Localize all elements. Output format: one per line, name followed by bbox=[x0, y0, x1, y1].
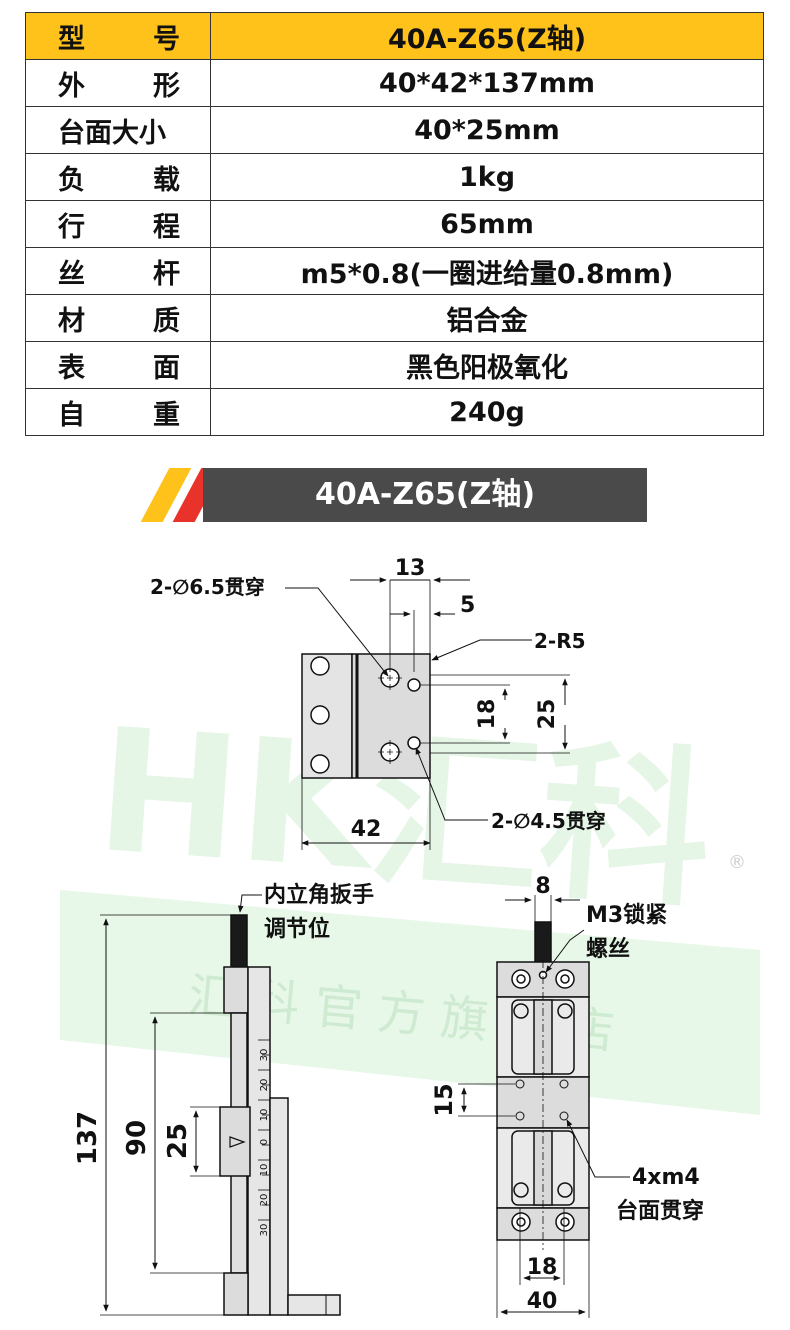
dim-13: 13 bbox=[395, 556, 426, 581]
watermark-registered-mark: ® bbox=[728, 852, 746, 873]
spec-label: 型号 bbox=[25, 12, 211, 60]
spec-value: 铝合金 bbox=[210, 294, 764, 342]
hole-4-5 bbox=[407, 736, 421, 750]
leader-m3 bbox=[545, 929, 585, 973]
note-hole-6-5: 2-∅6.5贯穿 bbox=[150, 575, 265, 599]
scale-mark: 20 bbox=[259, 1079, 270, 1092]
dim-25: 25 bbox=[535, 699, 560, 730]
leader-hole-6-5 bbox=[285, 587, 389, 677]
spec-label: 表面 bbox=[25, 341, 211, 389]
knob bbox=[230, 914, 248, 968]
dim-25-side: 25 bbox=[163, 1123, 193, 1159]
spec-label: 材质 bbox=[25, 294, 211, 342]
banner-background bbox=[203, 468, 647, 522]
top-view-hole bbox=[310, 754, 330, 774]
spec-value: 40A-Z65(Z轴) bbox=[210, 12, 764, 60]
dim-90: 90 bbox=[122, 1120, 152, 1156]
section-banner: 40A-Z65(Z轴) bbox=[140, 468, 647, 522]
note-m3-line1: M3锁紧 bbox=[586, 902, 667, 928]
top-view-hole bbox=[310, 705, 330, 725]
banner-title: 40A-Z65(Z轴) bbox=[314, 477, 536, 512]
scale-mark: 30 bbox=[259, 1049, 270, 1062]
note-wrench-line2: 调节位 bbox=[264, 916, 330, 942]
angle-bracket-vertical bbox=[269, 1097, 289, 1316]
scale-mark: 30 bbox=[259, 1224, 270, 1237]
hole-4-5 bbox=[407, 678, 421, 692]
spec-label: 负载 bbox=[25, 153, 211, 201]
spec-label: 自重 bbox=[25, 388, 211, 436]
dim-42: 42 bbox=[351, 817, 382, 842]
dim-15: 15 bbox=[430, 1083, 458, 1116]
carriage-block bbox=[219, 1106, 251, 1177]
front-view-labels: 8 M3锁紧 螺丝 15 4xm4 台面贯穿 18 40 bbox=[430, 874, 704, 1314]
dim-40: 40 bbox=[527, 1289, 558, 1314]
spec-row: 丝杆 m5*0.8(一圈进给量0.8mm) bbox=[25, 247, 764, 295]
dim-5: 5 bbox=[460, 593, 475, 618]
dim-18-front: 18 bbox=[527, 1255, 558, 1280]
note-r5: 2-R5 bbox=[534, 629, 586, 653]
spec-table: 型号 40A-Z65(Z轴) 外形 40*42*137mm 台面大小 40*25… bbox=[25, 12, 764, 436]
dim-18: 18 bbox=[475, 699, 500, 730]
top-bearing-block bbox=[223, 966, 249, 1014]
spec-value: 65mm bbox=[210, 200, 764, 248]
scale-mark: 10 bbox=[259, 1164, 270, 1177]
top-view bbox=[285, 577, 570, 850]
side-view bbox=[100, 894, 341, 1316]
side-view-labels: 内立角扳手 调节位 137 90 25 30 20 10 0 10 20 30 bbox=[73, 882, 374, 1236]
scale-mark: 0 bbox=[259, 1139, 270, 1145]
dim-8: 8 bbox=[535, 874, 550, 899]
scale-mark: 20 bbox=[259, 1194, 270, 1207]
front-view bbox=[458, 895, 630, 1318]
leader-r5 bbox=[431, 639, 532, 661]
spec-value: 40*42*137mm bbox=[210, 59, 764, 107]
note-m4-line2: 台面贯穿 bbox=[616, 1198, 704, 1224]
scale-pointer bbox=[229, 1136, 246, 1148]
leader-hole-4-5 bbox=[415, 747, 488, 821]
note-m3-line2: 螺丝 bbox=[586, 936, 630, 962]
angle-bracket-base bbox=[287, 1294, 341, 1316]
spec-label: 台面大小 bbox=[25, 106, 211, 154]
spec-header-row: 型号 40A-Z65(Z轴) bbox=[25, 12, 764, 60]
leader-m4 bbox=[566, 1119, 630, 1178]
note-m4-line1: 4xm4 bbox=[632, 1165, 700, 1190]
spec-row: 材质 铝合金 bbox=[25, 294, 764, 342]
top-view-labels: 13 5 18 25 42 2-∅6.5贯穿 2-R5 2-∅4.5贯穿 bbox=[150, 556, 606, 842]
spec-value: 240g bbox=[210, 388, 764, 436]
top-view-hole bbox=[310, 656, 330, 676]
note-hole-4-5: 2-∅4.5贯穿 bbox=[491, 809, 606, 833]
dim-137: 137 bbox=[73, 1111, 103, 1165]
spec-value: 1kg bbox=[210, 153, 764, 201]
spec-value: m5*0.8(一圈进给量0.8mm) bbox=[210, 247, 764, 295]
spec-row: 负载 1kg bbox=[25, 153, 764, 201]
bottom-bearing-block bbox=[223, 1272, 249, 1316]
spec-row: 自重 240g bbox=[25, 388, 764, 436]
scale-mark: 10 bbox=[259, 1109, 270, 1122]
note-wrench-line1: 内立角扳手 bbox=[264, 882, 374, 908]
leader-wrench-note bbox=[237, 894, 262, 913]
front-knob bbox=[534, 921, 552, 967]
